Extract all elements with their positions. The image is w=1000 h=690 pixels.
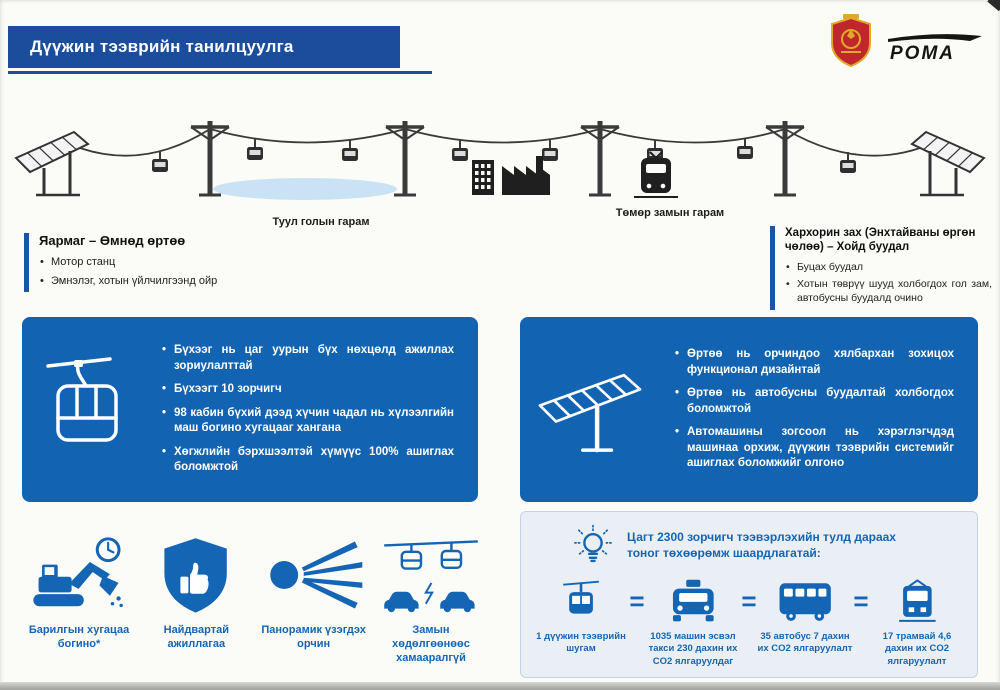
feature-bullet: Бүхээгт 10 зорчигч <box>162 382 454 398</box>
station-icon-column <box>520 359 675 459</box>
station-structure-right <box>910 130 986 197</box>
station-features-box: Өртөө нь орчиндоо хялбархан зохицох функ… <box>520 317 978 502</box>
capacity-icon-wrap <box>892 576 943 624</box>
excavator-clock-icon <box>33 537 123 608</box>
page-title: Дүүжин тээврийн танилцуулга <box>30 37 294 56</box>
benefit-traffic-free: Замын хөдөлгөөнөөс хамааралгүй <box>378 532 484 678</box>
gondola-cabin <box>247 139 263 160</box>
gondolas-over-traffic-icon <box>384 540 478 613</box>
capacity-item-taxi: 1035 машин эсвэл такси 230 дахин их CO2 … <box>645 576 741 668</box>
poma-swoosh-icon <box>888 34 982 42</box>
capacity-header: Цагт 2300 зорчигч тээвэрлэхийн тулд дара… <box>531 524 967 568</box>
header-bar: Дүүжин тээврийн танилцуулга <box>8 26 400 68</box>
capacity-item-ropeway: 1 дүүжин тээврийн шугам <box>533 576 629 656</box>
benefit-panorama: Панорамик үзэгдэх орчин <box>261 532 367 678</box>
cabin-features-box: Бүхээг нь цаг уурын бүх нөхцөлд ажиллах … <box>22 317 478 502</box>
feature-bullet: Хөгжлийн бэрхшээлтэй хүмүүс 100% ашиглах… <box>162 445 454 476</box>
capacity-item-label: 35 автобус 7 дахин их CO2 ялгаруулалт <box>757 631 853 655</box>
gondola-cabin <box>452 140 468 161</box>
ropeway-icon <box>563 580 599 614</box>
river-crossing-label: Туул голын гарам <box>272 216 370 228</box>
pylon <box>385 121 425 197</box>
city-buildings-icon <box>472 156 550 195</box>
crest-logo-icon <box>831 14 871 68</box>
capacity-comparison-box: Цагт 2300 зорчигч тээвэрлэхийн тулд дара… <box>520 511 978 678</box>
pylon <box>765 121 805 197</box>
gondola-cabin <box>152 151 168 172</box>
shield-thumbs-up-icon <box>164 538 228 613</box>
benefits-row: Барилгын хугацаа богино* Найдвартай ажил… <box>26 532 484 678</box>
gondola-cabin <box>647 140 663 161</box>
capacity-icon-wrap <box>561 576 601 624</box>
benefit-label: Барилгын хугацаа богино* <box>28 624 130 650</box>
equals-sign: = <box>853 586 869 616</box>
north-station-bullets: Буцах буудал Хотын төврүү шууд холбогдох… <box>785 261 992 306</box>
benefit-icon-wrap <box>29 532 129 618</box>
capacity-icon-wrap <box>776 576 834 624</box>
feature-bullet: Өртөө нь автобусны буудалтай холбогдох б… <box>675 386 954 417</box>
railway-crossing-label: Төмөр замын гарам <box>615 207 725 219</box>
poma-logo-text: POMA <box>890 43 955 64</box>
benefit-construction: Барилгын хугацаа богино* <box>26 532 132 678</box>
capacity-icon-wrap <box>665 576 722 624</box>
station-features-list: Өртөө нь орчиндоо хялбархан зохицох функ… <box>675 339 978 480</box>
lightbulb-icon <box>574 524 612 563</box>
scan-corner-mark <box>987 0 1000 12</box>
feature-bullet: Бүхээг нь цаг уурын бүх нөхцөлд ажиллах … <box>162 343 454 374</box>
cabin-features-list: Бүхээг нь цаг уурын бүх нөхцөлд ажиллах … <box>162 335 478 484</box>
capacity-item-bus: 35 автобус 7 дахин их CO2 ялгаруулалт <box>757 576 853 656</box>
bullet: Хотын төврүү шууд холбогдох гол зам, авт… <box>785 278 992 305</box>
scan-edge <box>0 682 1000 690</box>
gondola-cabin <box>737 138 753 159</box>
bullet: Эмнэлэг, хотын үйлчилгээнд ойр <box>39 274 290 289</box>
river-ellipse <box>213 178 397 200</box>
pylon <box>580 121 620 197</box>
benefit-icon-wrap <box>158 532 234 618</box>
capacity-title: Цагт 2300 зорчигч тээвэрлэхийн тулд дара… <box>627 530 896 560</box>
capacity-item-label: 1 дүүжин тээврийн шугам <box>536 631 626 655</box>
station-canopy-icon <box>538 374 641 453</box>
feature-bullet: Автомашины зогсоол нь хэрэглэгчдэд машин… <box>675 425 954 472</box>
south-station-bullets: Мотор станц Эмнэлэг, хотын үйлчилгээнд о… <box>39 255 290 288</box>
south-station-note: Яармаг – Өмнөд өртөө Мотор станц Эмнэлэг… <box>24 233 290 292</box>
benefit-label: Замын хөдөлгөөнөөс хамааралгүй <box>392 624 470 664</box>
cable-line-diagram-icon <box>14 121 986 200</box>
feature-bullet: Өртөө нь орчиндоо хялбархан зохицох функ… <box>675 347 954 378</box>
pylon <box>190 121 230 197</box>
panorama-view-icon <box>270 541 363 609</box>
station-structure-left <box>14 130 90 197</box>
taxi-icon <box>672 579 714 622</box>
poma-logo: POMA <box>888 34 982 64</box>
gondola-cabin <box>342 140 358 161</box>
benefit-label: Найдвартай ажиллагаа <box>163 624 230 650</box>
header-underline <box>8 71 432 74</box>
capacity-item-label: 1035 машин эсвэл такси 230 дахин их CO2 … <box>648 631 738 667</box>
benefit-label: Панорамик үзэгдэх орчин <box>261 624 366 650</box>
benefit-icon-wrap <box>381 532 481 618</box>
cabin-icon-column <box>22 354 162 466</box>
bus-icon <box>779 583 831 621</box>
bullet: Буцах буудал <box>785 261 992 275</box>
equals-sign: = <box>629 586 645 616</box>
logo-group: POMA <box>828 14 986 68</box>
capacity-item-tram: 17 трамвай 4,6 дахин их CO2 ялгаруулалт <box>869 576 965 668</box>
gondola-cabin <box>840 152 856 173</box>
train-icon <box>634 151 678 198</box>
feature-bullet: 98 кабин бүхий дээд хүчин чадал нь хүлээ… <box>162 406 454 437</box>
benefit-icon-wrap <box>260 532 367 618</box>
north-station-note: Хархорин зах (Энхтайваны өргөн чөлөө) – … <box>770 226 992 310</box>
capacity-item-label: 17 трамвай 4,6 дахин их CO2 ялгаруулалт <box>882 631 952 667</box>
north-station-title: Хархорин зах (Энхтайваны өргөн чөлөө) – … <box>785 227 976 254</box>
capacity-row: 1 дүүжин тээврийн шугам = 1035 машин эс <box>531 576 967 668</box>
bullet: Мотор станц <box>39 255 290 270</box>
benefit-reliability: Найдвартай ажиллагаа <box>143 532 249 678</box>
south-station-title: Яармаг – Өмнөд өртөө <box>39 233 186 248</box>
tram-icon <box>898 579 936 622</box>
gondola-cabin-icon <box>46 356 118 442</box>
equals-sign: = <box>741 586 757 616</box>
gondola-cabin <box>542 140 558 161</box>
